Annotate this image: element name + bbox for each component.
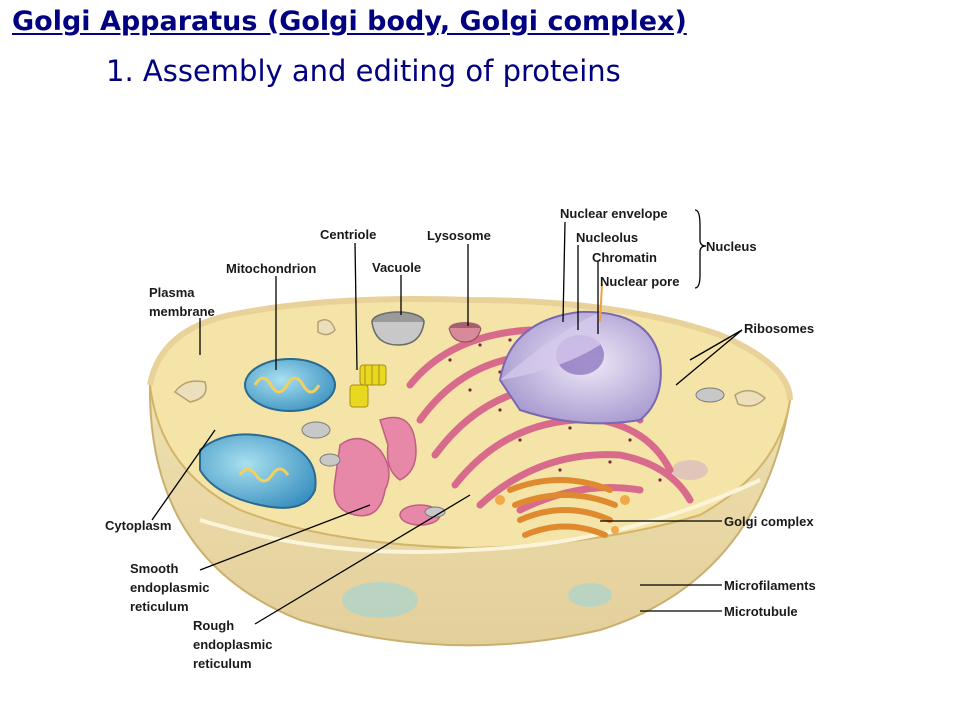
slide-subtitle: 1. Assembly and editing of proteins (106, 54, 621, 88)
label-ribosomes: Ribosomes (744, 321, 814, 336)
label-vacuole: Vacuole (372, 260, 421, 275)
label-rough-er-line1: Rough (193, 618, 234, 633)
label-golgi-complex: Golgi complex (724, 514, 814, 529)
label-cytoplasm: Cytoplasm (105, 518, 171, 533)
label-nuclear-envelope: Nuclear envelope (560, 206, 668, 221)
vacuole (371, 311, 425, 346)
golgi-complex (507, 477, 618, 538)
label-smooth-er-line2: endoplasmic (130, 580, 209, 595)
centriole (349, 364, 387, 408)
lysosome (448, 322, 482, 343)
label-plasma-membrane-line2: membrane (149, 304, 215, 319)
lower-vesicle-2 (672, 460, 708, 480)
label-plasma-membrane-line1: Plasma (149, 285, 195, 300)
label-microtubule: Microtubule (724, 604, 798, 619)
lower-vesicle (568, 583, 612, 607)
plasma-membrane-rim (147, 296, 793, 401)
cut-edge (199, 478, 761, 554)
mitochondrion-lower (199, 433, 317, 509)
lower-mitochondrion (342, 582, 418, 618)
label-smooth-er-line1: Smooth (130, 561, 178, 576)
nucleus (498, 310, 662, 425)
golgi-vesicles (495, 495, 630, 534)
label-microfilaments: Microfilaments (724, 578, 816, 593)
label-rough-er-line3: reticulum (193, 656, 252, 671)
mitochondrion-upper (244, 358, 336, 412)
leader-lines (151, 209, 743, 625)
label-lysosome: Lysosome (427, 228, 491, 243)
label-rough-er-line2: endoplasmic (193, 637, 272, 652)
nuclear-pore-line (599, 283, 603, 323)
slide-title: Golgi Apparatus (Golgi body, Golgi compl… (12, 6, 687, 37)
label-chromatin: Chromatin (592, 250, 657, 265)
label-nucleus: Nucleus (706, 239, 757, 254)
label-smooth-er-line3: reticulum (130, 599, 189, 614)
nucleus-cut-face (500, 312, 600, 380)
label-centriole: Centriole (320, 227, 376, 242)
membrane-folds (173, 319, 767, 407)
vesicles (301, 387, 725, 518)
label-nucleolus: Nucleolus (576, 230, 638, 245)
label-mitochondrion: Mitochondrion (226, 261, 316, 276)
label-nuclear-pore: Nuclear pore (600, 274, 679, 289)
